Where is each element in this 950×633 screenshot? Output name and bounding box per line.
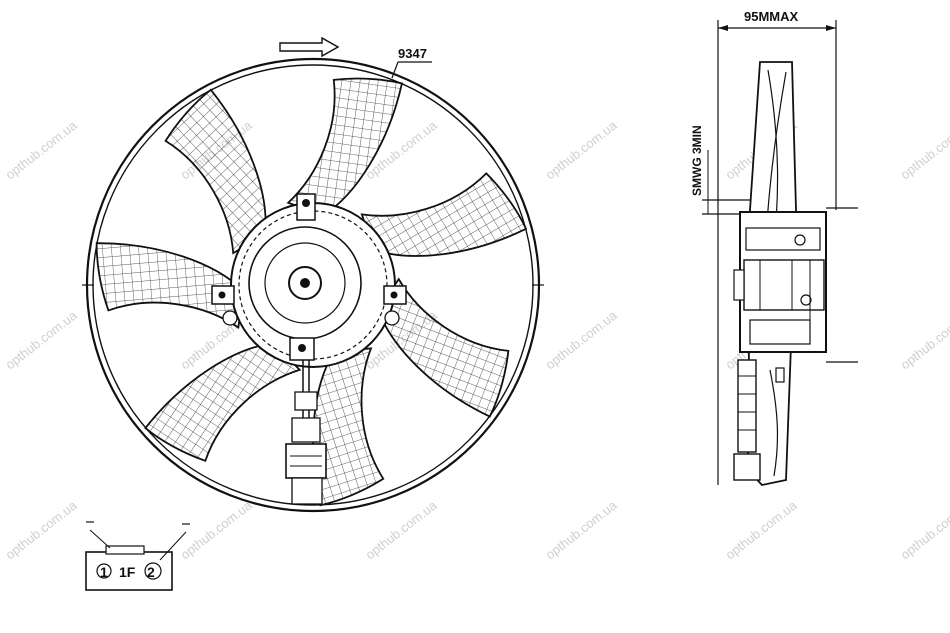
watermark-text: opthub.com.ua xyxy=(3,497,81,562)
pin-label-left: 1 xyxy=(100,564,108,580)
connector-detail: 1 1F 2 xyxy=(85,521,190,591)
dimension-side-label: SMWG 3MIN xyxy=(690,125,704,196)
fan-blade xyxy=(95,242,245,330)
watermark-text: opthub.com.ua xyxy=(898,117,950,182)
watermark-text: opthub.com.ua xyxy=(898,307,950,372)
fan-blade xyxy=(377,277,510,418)
watermark-text: opthub.com.ua xyxy=(178,497,256,562)
fan-blade xyxy=(286,77,403,217)
fan-hub xyxy=(211,193,407,368)
dimension-top-label: 95MMAX xyxy=(744,9,799,24)
watermark-text: opthub.com.ua xyxy=(363,497,441,562)
part-label: 9347 xyxy=(398,46,427,61)
pin-label-middle: 1F xyxy=(119,564,136,580)
watermark-text: opthub.com.ua xyxy=(543,117,621,182)
pin-label-right: 2 xyxy=(147,564,155,580)
fan-blade xyxy=(164,88,267,255)
fan-blade xyxy=(360,172,528,257)
watermark-text: opthub.com.ua xyxy=(723,497,801,562)
label-leader xyxy=(391,61,399,79)
fan-blade xyxy=(144,342,302,462)
watermark-text: opthub.com.ua xyxy=(3,117,81,182)
watermark-text: opthub.com.ua xyxy=(543,497,621,562)
watermark-text: opthub.com.ua xyxy=(3,307,81,372)
side-view: 95MMAX SMWG 3MIN xyxy=(690,9,858,486)
wire-harness xyxy=(285,360,327,505)
watermark-text: opthub.com.ua xyxy=(543,307,621,372)
rotation-arrow-icon xyxy=(279,36,340,58)
fan-blades xyxy=(95,77,528,507)
watermark-text: opthub.com.ua xyxy=(898,497,950,562)
